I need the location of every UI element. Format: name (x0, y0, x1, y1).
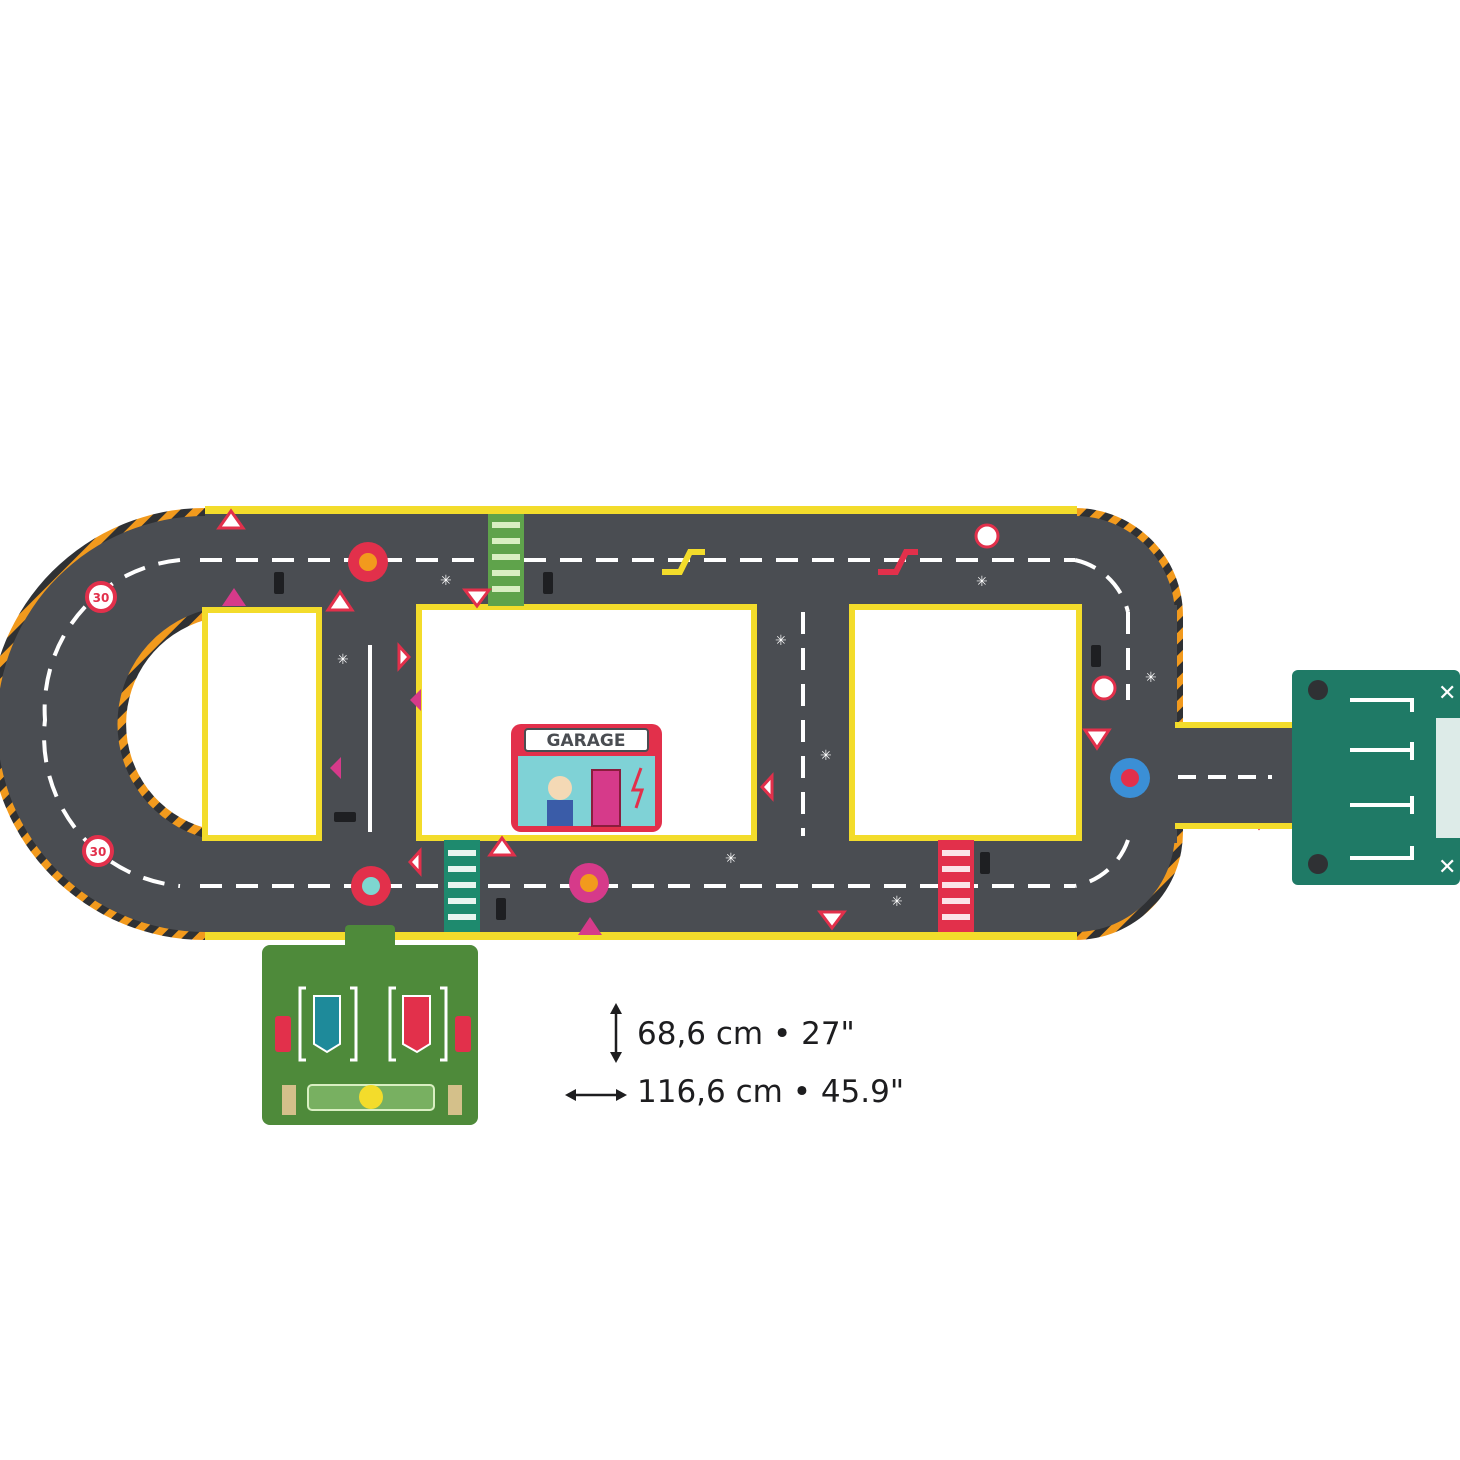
garage-building: GARAGE (511, 724, 662, 832)
height-dimension-label: 68,6 cm • 27" (637, 1016, 855, 1052)
bottom-road-edge (205, 932, 1077, 940)
crosswalk-teal (444, 840, 480, 932)
roundabout-marker-3 (569, 863, 609, 903)
width-dimension-label: 116,6 cm • 45.9" (637, 1074, 905, 1110)
roundabout-marker-2 (351, 866, 391, 906)
road-loop: 30 30 ✳ ✳ ✳ ✳ ✳ ✳ ✳ ✳ (0, 506, 1274, 941)
top-road-edge (205, 506, 1077, 514)
svg-text:✕: ✕ (1438, 681, 1456, 706)
speed-limit-bottom: 30 (90, 845, 107, 859)
pedestrian-warning-icon (222, 588, 602, 935)
speed-limit-sign-icon: 30 30 (82, 581, 117, 867)
roundabout-marker-4 (1110, 758, 1150, 798)
crosswalk-red (938, 840, 974, 932)
turn-arrow-yellow (662, 549, 705, 575)
speed-limit-top: 30 (93, 591, 110, 605)
right-block (849, 604, 1082, 841)
left-inner-hole (126, 620, 205, 828)
garage-sign: GARAGE (547, 731, 626, 751)
svg-text:✳: ✳ (891, 894, 903, 910)
svg-text:✳: ✳ (440, 573, 452, 589)
svg-text:✳: ✳ (820, 748, 832, 764)
left-curve-road (0, 516, 205, 932)
svg-text:✳: ✳ (775, 633, 787, 649)
svg-text:✳: ✳ (976, 574, 988, 590)
svg-text:✳: ✳ (337, 652, 349, 668)
vertical-double-arrow-icon (610, 1003, 622, 1063)
svg-text:✕: ✕ (1438, 855, 1456, 880)
charging-station-tile (262, 925, 478, 1125)
sparkle-icon: ✳ ✳ ✳ ✳ ✳ ✳ ✳ ✳ (337, 573, 1157, 910)
svg-text:✳: ✳ (725, 851, 737, 867)
crosswalk-green (488, 514, 524, 606)
roundabout-marker-1 (348, 542, 388, 582)
horizontal-double-arrow-icon (565, 1089, 627, 1101)
turn-arrow-red (878, 549, 918, 575)
no-entry-sign-icon (974, 523, 1117, 701)
parking-tile: ✕ ✕ (1292, 670, 1460, 885)
svg-text:✳: ✳ (1145, 670, 1157, 686)
left-inner-block (202, 607, 322, 841)
traffic-light-icon (274, 572, 1101, 920)
vertical-road-3 (1077, 605, 1177, 843)
